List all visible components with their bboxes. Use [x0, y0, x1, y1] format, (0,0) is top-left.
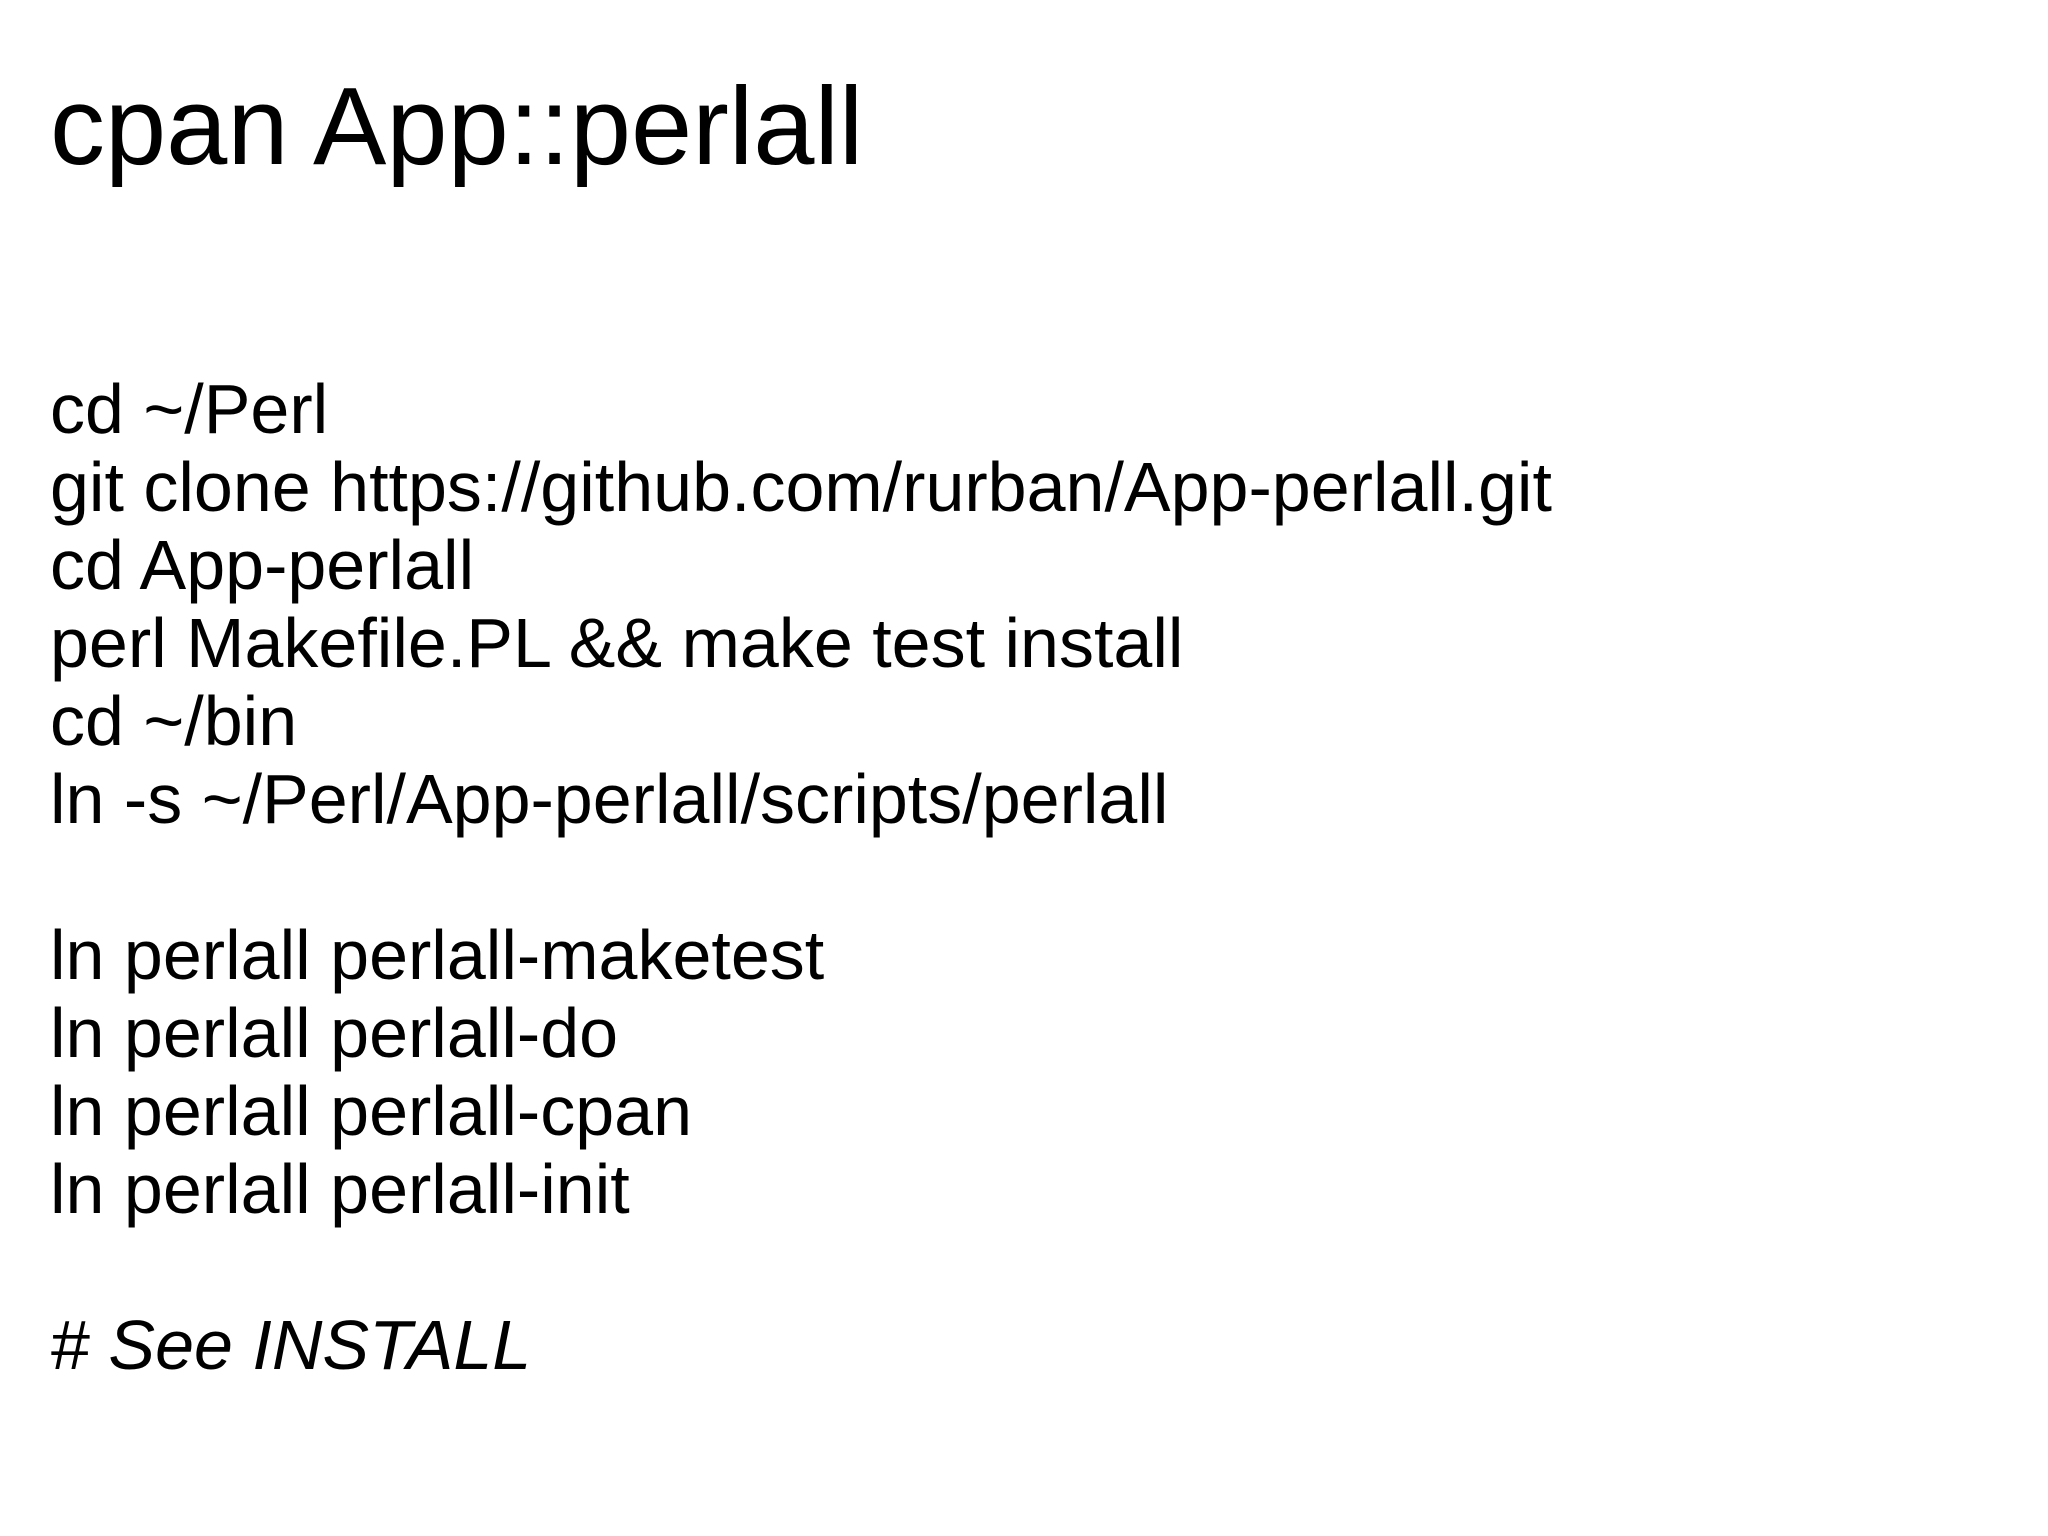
command-line: ln perlall perlall-do: [50, 994, 619, 1072]
command-line: ln perlall perlall-maketest: [50, 916, 825, 994]
symlink-commands-group: ln perlall perlall-maketest ln perlall p…: [50, 916, 1552, 1228]
command-line: ln perlall perlall-init: [50, 1150, 630, 1228]
slide-title: cpan App::perlall: [50, 65, 864, 188]
note-line: # See INSTALL: [50, 1306, 532, 1384]
command-line: ln perlall perlall-cpan: [50, 1072, 692, 1150]
command-line: ln -s ~/Perl/App-perlall/scripts/perlall: [50, 760, 1169, 838]
command-line: cd ~/bin: [50, 682, 298, 760]
command-line: perl Makefile.PL && make test install: [50, 604, 1184, 682]
code-block: cd ~/Perl git clone https://github.com/r…: [50, 370, 1552, 1384]
command-line: cd App-perlall: [50, 526, 475, 604]
command-line: git clone https://github.com/rurban/App-…: [50, 448, 1552, 526]
install-commands-group: cd ~/Perl git clone https://github.com/r…: [50, 370, 1552, 838]
command-line: cd ~/Perl: [50, 370, 329, 448]
